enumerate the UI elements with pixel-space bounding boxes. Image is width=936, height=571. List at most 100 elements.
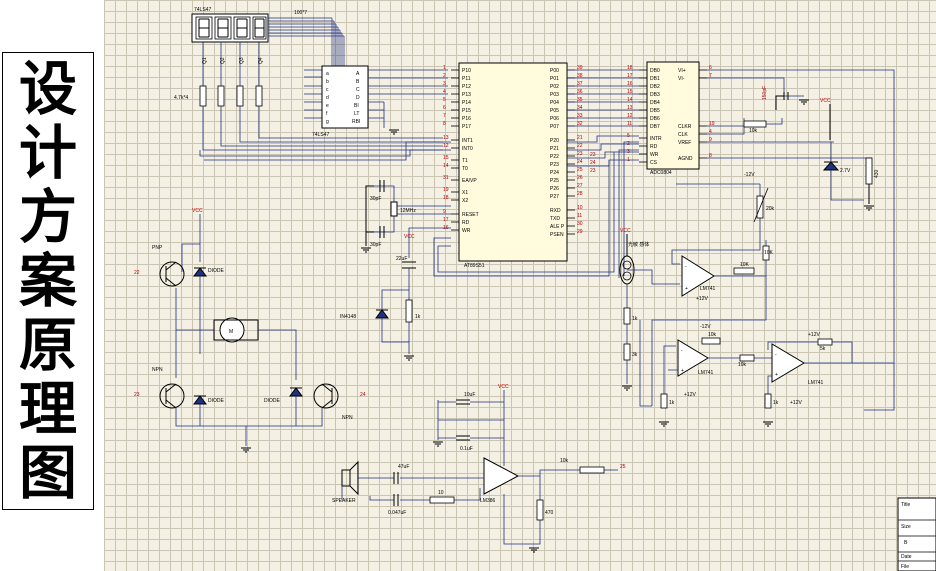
svg-text:LT: LT xyxy=(354,111,359,117)
resistor-array-label: 4.7k*4 xyxy=(174,95,188,101)
svg-text:e: e xyxy=(326,103,329,109)
adc-cap-label: 150pF xyxy=(762,86,768,100)
adc-pin-name: DB6 xyxy=(650,116,660,122)
mcu-pin-number: 23 xyxy=(577,151,583,157)
audio-r2-label: 470 xyxy=(545,510,554,516)
opamp-label: LM741 xyxy=(698,370,714,376)
svg-text:-: - xyxy=(775,352,777,358)
audio-c4-label: 0.047uF xyxy=(388,510,406,516)
audio-amplifier: VCC 10uF 0.1uF LM386 470 10k 25 SPEAKER … xyxy=(332,384,626,553)
svg-text:24: 24 xyxy=(590,160,596,166)
amp-r-label: 10K xyxy=(740,262,750,268)
driver-label: Q2 xyxy=(220,57,226,64)
sensor-vcc: VCC xyxy=(620,228,631,234)
audio-res-label: 10k xyxy=(560,458,569,464)
audio-r1-label: 10 xyxy=(438,490,444,496)
audio-vcc: VCC xyxy=(498,384,509,390)
mcu-left-pins: P101P112P123P134P145P156P167P178INT113IN… xyxy=(443,65,479,234)
svg-text:a: a xyxy=(326,71,329,77)
mcu-pin-number: 33 xyxy=(577,113,583,119)
control-bus xyxy=(567,135,639,167)
mcu-pin-name: P14 xyxy=(462,100,471,106)
motor-pin: 23 xyxy=(134,392,140,398)
vneg-label: -12V xyxy=(700,324,711,330)
mcu-pin-number: 27 xyxy=(577,183,583,189)
motor-pin: 24 xyxy=(360,392,366,398)
mcu-pin-name: P15 xyxy=(462,108,471,114)
title-block-date: Date xyxy=(901,554,912,560)
crystal-label: 12MHz xyxy=(400,208,416,214)
adc-pin-number: 11 xyxy=(627,121,632,127)
npn-label: NPN xyxy=(342,415,353,421)
mcu-pin-name: ALE P xyxy=(550,224,565,230)
mcu-pin-number: 14 xyxy=(443,163,449,169)
mcu-pin-number: 26 xyxy=(577,175,583,181)
adc-pin-name: VI- xyxy=(678,76,685,82)
data-bus xyxy=(567,69,639,127)
adc-pin-name: INTR xyxy=(650,136,662,142)
pot-label: 20k xyxy=(766,206,775,212)
mcu-at89s51: AT89S51 P101P112P123P134P145P156P167P178… xyxy=(443,62,583,269)
clk-resistor-label: 10k xyxy=(749,128,758,134)
diode-label: DIODE xyxy=(264,398,281,404)
mcu-pin-number: 25 xyxy=(577,167,583,173)
mcu-pin-number: 22 xyxy=(577,143,583,149)
audio-chip-label: LM386 xyxy=(480,498,496,504)
adc-pin-number: 16 xyxy=(627,81,633,87)
adc-pin-name: CS xyxy=(650,160,658,166)
adc-pin-number: 19 xyxy=(709,121,715,127)
audio-c1-label: 10uF xyxy=(464,392,475,398)
adc-support-circuit: 150pF 10k VCC 2.7V 430 xyxy=(707,69,895,411)
mcu-pin-number: 13 xyxy=(443,135,449,141)
mcu-pin-name: P10 xyxy=(462,68,471,74)
adc-pin-name: AGND xyxy=(678,156,693,162)
mcu-pin-name: X1 xyxy=(462,190,468,196)
zener-label: 2.7V xyxy=(840,168,851,174)
adc-pin-name: RD xyxy=(650,144,658,150)
mcu-pin-number: 21 xyxy=(577,135,583,141)
mcu-pin-name: P03 xyxy=(550,92,559,98)
mcu-pin-number: 18 xyxy=(443,195,449,201)
sensor-r2-label: 3k xyxy=(632,352,638,358)
title-char: 方 xyxy=(18,183,77,251)
mcu-pin-number: 11 xyxy=(577,213,582,219)
digit-driver-resistors: Q1 Q2 Q3 Q4 4.7k*4 xyxy=(174,42,443,151)
speaker-label: SPEAKER xyxy=(332,498,356,504)
svg-text:23: 23 xyxy=(590,152,596,158)
adc-pin-number: 12 xyxy=(627,113,633,119)
decoder-chip-label: 74LS47 xyxy=(312,132,329,138)
mcu-pin-name: P05 xyxy=(550,108,559,114)
adc-pin-name: CLK xyxy=(678,132,688,138)
mcu-pin-number: 10 xyxy=(577,205,583,211)
amp-r-label: 1k xyxy=(773,400,779,406)
mcu-pin-number: 29 xyxy=(577,229,583,235)
mcu-pin-number: 36 xyxy=(577,89,583,95)
adc-pin-number: 6 xyxy=(709,65,712,71)
mcu-pin-number: 7 xyxy=(443,113,446,119)
amp-r-label: 1k xyxy=(669,400,675,406)
mcu-pin-name: TXD xyxy=(550,216,560,222)
mcu-pin-number: 38 xyxy=(577,73,583,79)
mcu-pin-name: RD xyxy=(462,220,470,226)
adc-pin-name: VI+ xyxy=(678,68,686,74)
mcu-pin-name: P23 xyxy=(550,162,559,168)
adc-pin-number: 7 xyxy=(709,73,712,79)
mcu-pin-number: 1 xyxy=(443,65,446,71)
opamp-label: LM741 xyxy=(700,286,716,292)
motor-driver: VCC PNP 22 DIODE M NPN 23 DIODE NPN 24 D… xyxy=(134,208,366,453)
adc-pin-name: VREF xyxy=(678,140,691,146)
mcu-pin-number: 4 xyxy=(443,89,446,95)
mcu-pin-name: P22 xyxy=(550,154,559,160)
sensor-r1-label: 1k xyxy=(632,316,638,322)
mcu-pin-number: 8 xyxy=(443,121,446,127)
adc-pin-number: 4 xyxy=(709,129,712,135)
mcu-pin-name: P12 xyxy=(462,84,471,90)
svg-text:B: B xyxy=(356,79,360,85)
mcu-pin-name: RESET xyxy=(462,212,479,218)
diode-label: DIODE xyxy=(208,398,225,404)
adc-pin-number: 14 xyxy=(627,97,633,103)
oscillator-circuit: 30pF 30pF 12MHz xyxy=(360,180,451,253)
mcu-pin-name: T0 xyxy=(462,166,468,172)
